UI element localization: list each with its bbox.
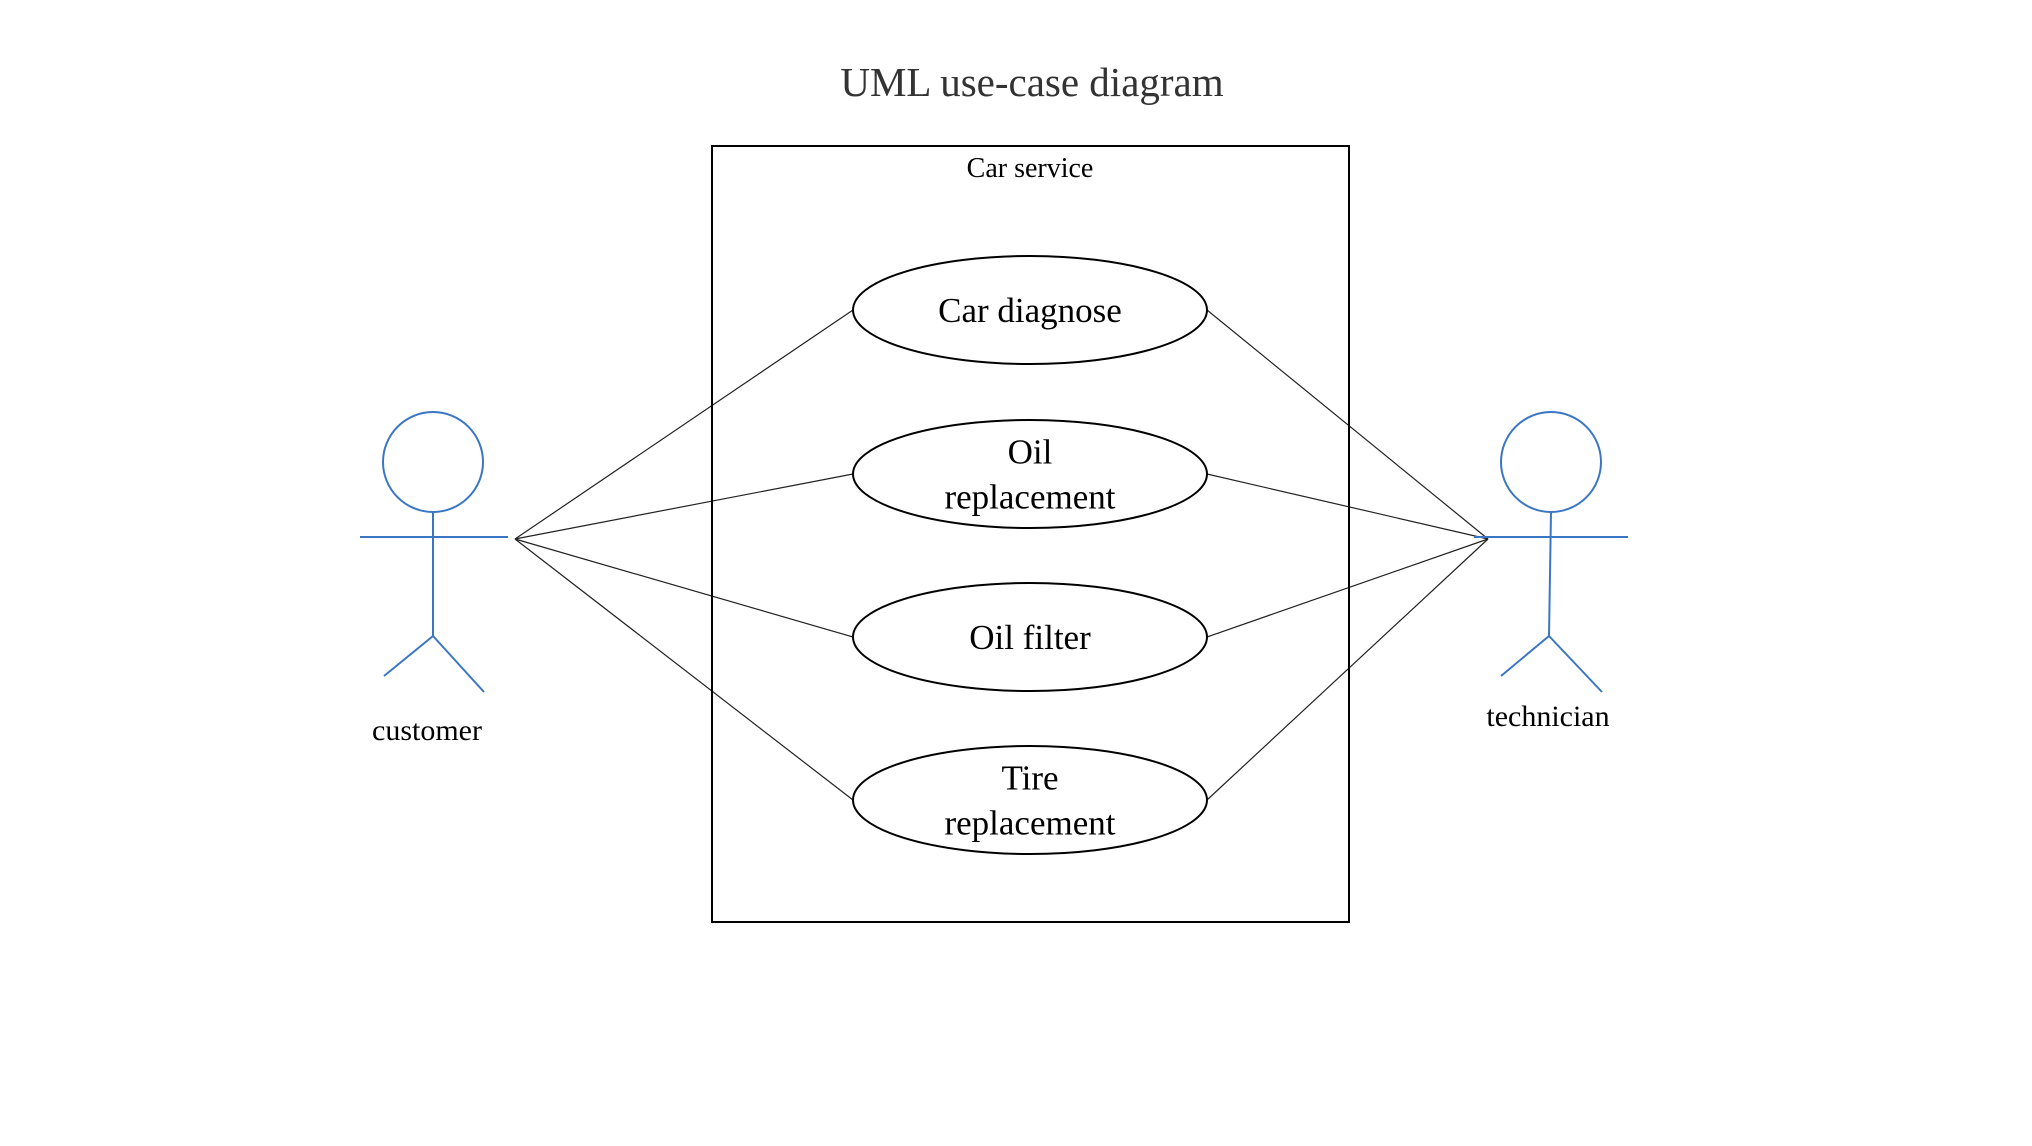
system-boundary — [711, 145, 1350, 923]
customer-left-leg — [383, 635, 434, 677]
use-case-oil-filter[interactable]: Oil filter — [852, 582, 1208, 692]
use-case-ellipse — [852, 582, 1208, 692]
association-lines — [514, 309, 1489, 801]
use-case-ellipse — [852, 255, 1208, 365]
actor-customer[interactable]: customer — [360, 411, 508, 747]
use-case-label: replacement — [944, 804, 1115, 843]
actor-technician[interactable]: technician — [1474, 411, 1628, 733]
technician-body — [1548, 511, 1552, 637]
system-label: Car service — [967, 153, 1094, 184]
association-customer-oil-filter — [514, 538, 854, 638]
use-case-label: Oil filter — [969, 618, 1091, 657]
customer-label: customer — [372, 714, 482, 747]
customer-right-leg — [432, 635, 485, 693]
use-case-label: Tire — [1001, 759, 1058, 798]
use-case-car-diagnose[interactable]: Car diagnose — [852, 255, 1208, 365]
use-case-label: Car diagnose — [938, 291, 1122, 330]
diagram-title: UML use-case diagram — [840, 59, 1223, 105]
association-customer-oil-replacement — [514, 473, 854, 540]
use-case-ellipse — [852, 745, 1208, 855]
technician-head — [1500, 411, 1602, 513]
use-case-oil-replacement[interactable]: Oil replacement — [852, 419, 1208, 529]
association-technician-car-diagnose — [1206, 309, 1489, 540]
technician-right-leg — [1548, 635, 1603, 693]
association-technician-oil-filter — [1206, 538, 1489, 638]
customer-head — [382, 411, 484, 513]
association-technician-tire-replacement — [1206, 538, 1489, 801]
association-customer-car-diagnose — [514, 309, 854, 540]
use-case-label: replacement — [944, 478, 1115, 517]
technician-left-leg — [1500, 635, 1550, 677]
use-case-ellipse — [852, 419, 1208, 529]
association-customer-tire-replacement — [514, 538, 854, 801]
use-case-tire-replacement[interactable]: Tire replacement — [852, 745, 1208, 855]
use-case-label: Oil — [1008, 433, 1053, 472]
technician-label: technician — [1486, 700, 1609, 733]
association-technician-oil-replacement — [1206, 473, 1489, 540]
